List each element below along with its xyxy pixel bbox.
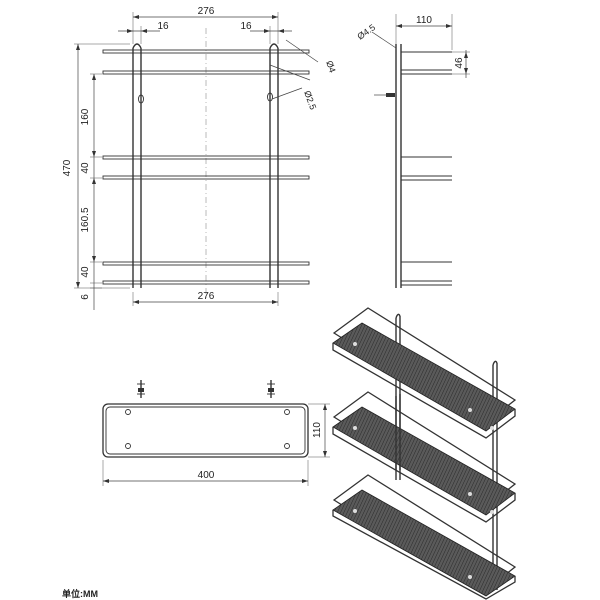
dim-bottom-width: 276 (198, 291, 215, 302)
isometric-view (332, 307, 517, 600)
dim-top-width: 276 (198, 6, 215, 17)
iso-shelf-2 (332, 391, 517, 523)
front-posts (132, 43, 279, 288)
dim-hook-diameter: Ø4.5 (355, 22, 377, 41)
dim-segment-5: 6 (80, 294, 91, 300)
side-shelves (401, 51, 452, 286)
dim-rod-diameter: Ø2.5 (302, 89, 318, 111)
side-hook (386, 93, 395, 97)
dim-segment-1: 160 (80, 108, 91, 125)
iso-shelf-1 (332, 307, 517, 439)
dim-total-height: 470 (62, 159, 73, 176)
dim-depth: 110 (416, 15, 432, 26)
dim-shelf-rail-height: 46 (454, 57, 465, 69)
dim-top-view-length: 400 (198, 470, 215, 481)
dim-hole-diameter: Ø4 (324, 59, 338, 74)
dim-segment-2: 40 (80, 162, 91, 174)
dim-left-offset: 16 (157, 21, 169, 32)
iso-shelf-3 (332, 474, 517, 600)
screw-right (267, 380, 275, 398)
front-view: 276 16 16 Ø4 Ø2.5 470 (62, 6, 338, 310)
dim-segment-3: 160.5 (80, 207, 91, 232)
top-view: 110 400 (102, 380, 330, 486)
screw-left (137, 380, 145, 398)
front-shelf-bars (102, 49, 310, 285)
unit-note: 单位:MM (62, 588, 98, 599)
dim-right-offset: 16 (240, 21, 252, 32)
dim-top-view-depth: 110 (312, 422, 323, 438)
side-view: 110 Ø4.5 46 (355, 14, 470, 288)
dim-segment-4: 40 (80, 266, 91, 278)
